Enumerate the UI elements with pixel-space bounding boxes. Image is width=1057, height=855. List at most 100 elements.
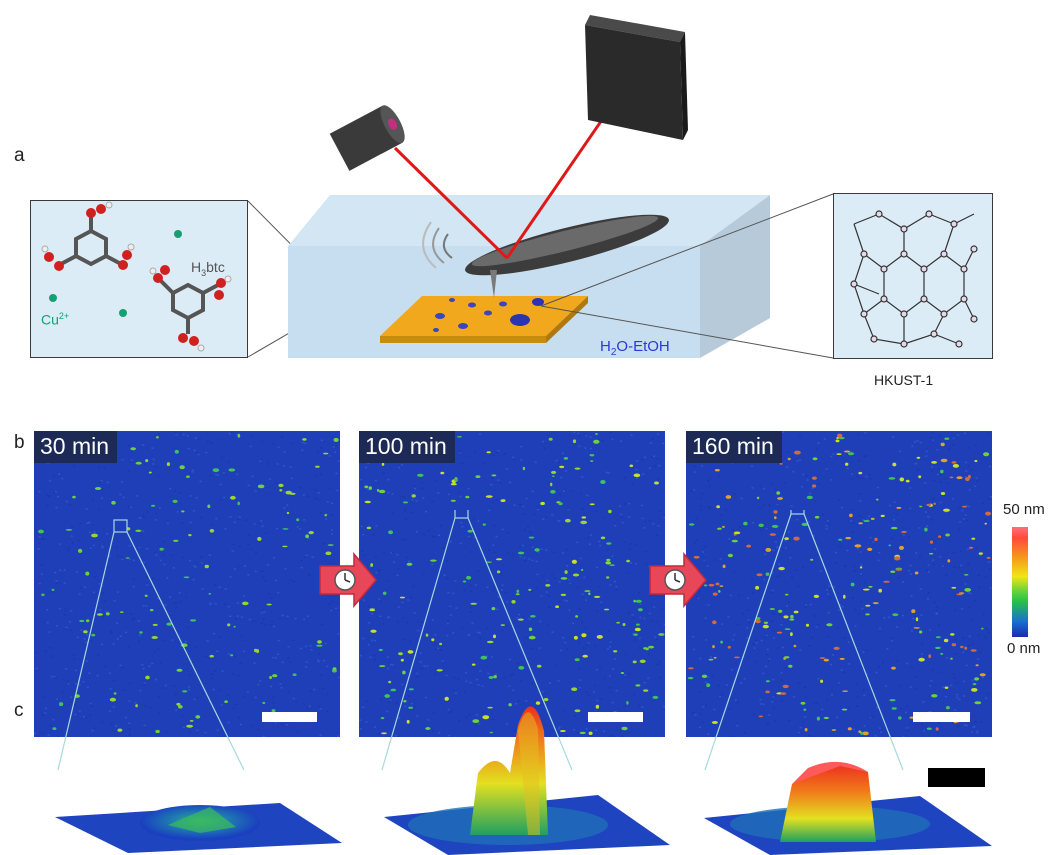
afm-particle — [381, 462, 385, 466]
afm-noise — [557, 520, 560, 522]
afm-noise — [151, 447, 154, 449]
afm-noise — [120, 556, 123, 558]
afm-noise — [643, 527, 646, 529]
afm-noise — [565, 600, 568, 602]
afm-noise — [934, 548, 937, 550]
afm-noise — [105, 610, 108, 613]
afm-noise — [643, 617, 646, 620]
afm-noise — [408, 560, 411, 563]
afm-noise — [578, 641, 581, 644]
afm-noise — [285, 513, 288, 516]
afm-noise — [516, 662, 519, 665]
framework-inset — [833, 193, 993, 359]
afm-noise — [944, 695, 947, 698]
afm-noise — [835, 562, 837, 564]
afm-noise — [162, 547, 165, 550]
afm-noise — [938, 468, 941, 471]
afm-noise — [242, 696, 245, 698]
afm-noise — [929, 685, 931, 687]
afm-particle — [801, 522, 809, 527]
afm-noise — [254, 696, 257, 699]
afm-noise — [359, 654, 362, 657]
afm-noise — [101, 585, 104, 587]
afm-noise — [509, 658, 512, 661]
afm-noise — [893, 519, 896, 521]
afm-particle — [776, 491, 781, 495]
afm-noise — [927, 564, 930, 566]
afm-noise — [596, 699, 599, 702]
afm-particle — [148, 471, 152, 474]
afm-noise — [615, 586, 618, 588]
afm-noise — [411, 499, 414, 501]
afm-particle — [174, 449, 179, 454]
afm-noise — [628, 548, 631, 550]
afm-particle — [177, 705, 183, 709]
afm-particle — [806, 495, 813, 500]
afm-noise — [931, 439, 934, 441]
afm-particle — [253, 648, 258, 653]
afm-noise — [773, 707, 775, 710]
afm-noise — [558, 600, 561, 603]
afm-noise — [38, 542, 41, 544]
afm-noise — [64, 614, 67, 616]
afm-noise — [843, 637, 846, 639]
afm-noise — [982, 454, 984, 456]
afm-noise — [432, 730, 435, 732]
afm-noise — [43, 696, 46, 698]
afm-noise — [272, 625, 275, 628]
afm-particle — [454, 478, 458, 482]
afm-noise — [705, 705, 707, 707]
afm-noise — [154, 678, 157, 681]
afm-noise — [214, 670, 217, 672]
afm-noise — [461, 525, 464, 528]
afm-particle — [572, 439, 577, 444]
afm-noise — [693, 489, 696, 491]
afm-noise — [157, 648, 160, 650]
afm-noise — [645, 551, 648, 553]
afm-noise — [635, 460, 638, 462]
afm-noise — [979, 651, 982, 653]
afm-noise — [504, 591, 507, 594]
afm-noise — [201, 588, 204, 590]
afm-particle — [722, 564, 726, 569]
afm-noise — [539, 620, 542, 623]
afm-particle — [701, 674, 708, 678]
afm-noise — [433, 536, 436, 538]
afm-particle — [756, 573, 763, 577]
afm-noise — [860, 564, 863, 566]
afm-noise — [261, 440, 264, 443]
afm-particle — [595, 433, 598, 435]
afm-noise — [699, 691, 702, 693]
afm-particle — [935, 646, 941, 650]
afm-noise — [661, 608, 664, 611]
afm-noise — [707, 506, 710, 508]
panel-label-c: c — [14, 700, 24, 721]
afm-noise — [387, 667, 390, 670]
afm-noise — [847, 641, 850, 643]
afm-noise — [747, 597, 750, 599]
afm-noise — [335, 472, 338, 475]
afm-particle — [600, 480, 606, 484]
afm-noise — [611, 734, 614, 736]
afm-noise — [644, 563, 647, 565]
afm-noise — [986, 628, 988, 630]
afm-noise — [658, 510, 661, 512]
afm-noise — [491, 718, 494, 721]
afm-noise — [776, 546, 779, 549]
afm-noise — [513, 730, 516, 732]
afm-noise — [633, 693, 636, 696]
afm-particle — [400, 658, 404, 662]
afm-noise — [231, 431, 234, 434]
afm-noise — [412, 708, 415, 710]
afm-particle — [403, 501, 408, 504]
afm-particle — [440, 471, 445, 475]
afm-noise — [778, 558, 781, 561]
afm-particle — [496, 570, 501, 574]
afm-noise — [459, 450, 461, 453]
afm-particle — [135, 704, 138, 708]
afm-noise — [840, 669, 843, 671]
afm-noise — [519, 545, 522, 548]
afm-noise — [707, 604, 710, 606]
afm-noise — [533, 513, 536, 515]
afm-noise — [261, 525, 264, 527]
